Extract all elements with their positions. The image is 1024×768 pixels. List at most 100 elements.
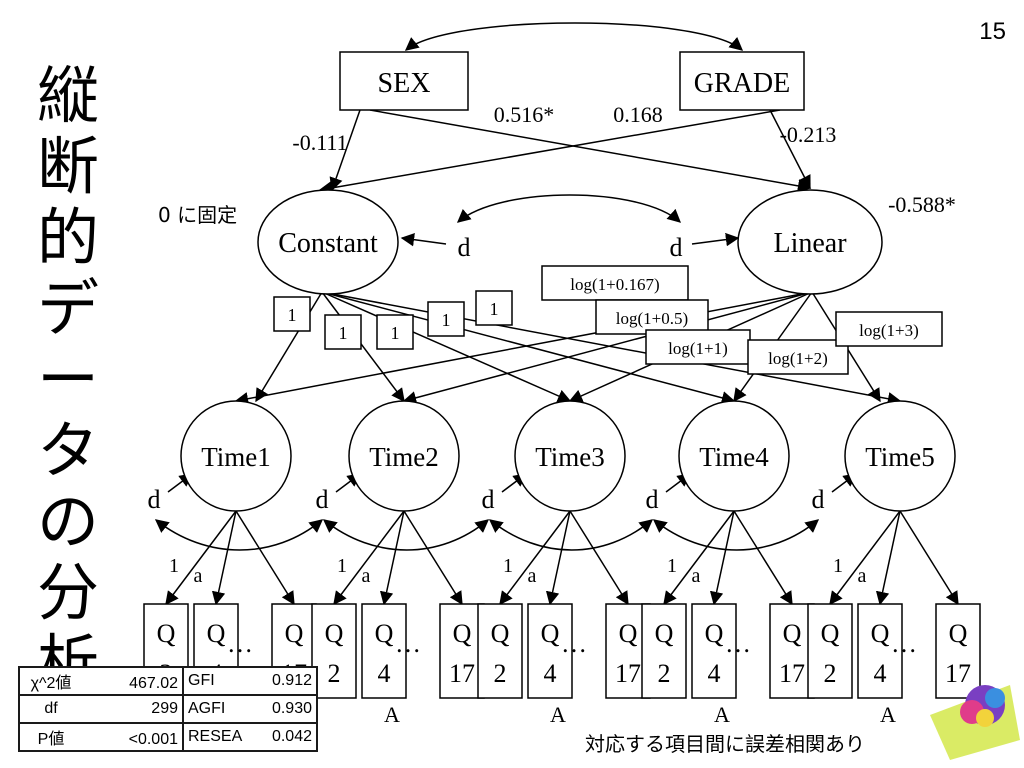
item-label-number: 4 <box>544 659 557 688</box>
slide-number: 15 <box>979 18 1006 45</box>
item-box <box>857 603 903 699</box>
time-disturbance-covariance <box>652 519 820 551</box>
item-loading-fixed: 1 <box>337 555 347 577</box>
title-char: 分 <box>36 556 99 629</box>
path-constant-time <box>321 291 572 403</box>
item-label-number: 2 <box>328 659 341 688</box>
item-box <box>769 603 815 699</box>
constant-loading-label: 1 <box>288 305 297 325</box>
item-label-number: 17 <box>779 659 805 688</box>
constant-loading-box <box>273 296 311 332</box>
time-disturbance-covariance <box>322 519 490 551</box>
item-box <box>477 603 523 699</box>
path-time-item <box>379 510 405 606</box>
path-d-constant <box>400 232 447 247</box>
linear-loading-box <box>595 299 709 335</box>
path-constant-time <box>321 291 405 403</box>
path-constant-time <box>255 291 323 403</box>
item-error-label: A <box>384 702 400 727</box>
coef-sex-linear: 0.516* <box>494 102 555 127</box>
time-factor-circle <box>180 400 292 512</box>
title-char: 的 <box>36 201 99 274</box>
item-label-letter: Q <box>325 619 344 648</box>
sex-label: SEX <box>378 68 431 99</box>
disturbance-time: d <box>482 485 495 514</box>
path-constant-time <box>321 291 902 406</box>
time-label: Time1 <box>201 442 271 472</box>
path-time-item <box>733 510 793 606</box>
path-time-item <box>709 510 735 606</box>
item-label-letter: Q <box>619 619 638 648</box>
item-label-number: 4 <box>708 659 721 688</box>
item-label-number: 4 <box>874 659 887 688</box>
disturbance-constant: d <box>458 233 471 262</box>
item-box <box>691 603 737 699</box>
linear-loading-box <box>835 311 943 347</box>
item-loading-free: a <box>858 565 867 587</box>
constant-label: Constant <box>278 228 378 259</box>
item-label-number: 17 <box>615 659 641 688</box>
time-disturbance-covariance <box>154 519 324 551</box>
time-factor-circle <box>348 400 460 512</box>
item-label-letter: Q <box>157 619 176 648</box>
disturbance-linear: d <box>670 233 683 262</box>
title-char: 断 <box>36 130 99 203</box>
sex-box <box>339 51 469 111</box>
decorative-logo <box>930 685 1020 760</box>
item-label-number: 17 <box>945 659 971 688</box>
item-box <box>439 603 485 699</box>
path-time-item <box>211 510 237 606</box>
item-error-label: A <box>714 702 730 727</box>
path-time-item <box>899 510 959 606</box>
item-error-label: A <box>550 702 566 727</box>
disturbance-covariance <box>456 194 682 223</box>
constant-loading-label: 1 <box>442 310 451 330</box>
linear-loading-label: log(1+0.5) <box>616 309 688 328</box>
path-sex-linear <box>369 109 812 193</box>
item-label-letter: Q <box>949 619 968 648</box>
path-time-item <box>499 510 571 606</box>
path-time-item <box>569 510 629 606</box>
item-box <box>361 603 407 699</box>
linear-loading-label: log(1+0.167) <box>570 275 659 294</box>
item-label-letter: Q <box>541 619 560 648</box>
disturbance-time: d <box>646 485 659 514</box>
path-time-item <box>829 510 901 606</box>
time-label: Time3 <box>535 442 605 472</box>
item-loading-free: a <box>194 565 203 587</box>
item-box <box>935 603 981 699</box>
path-time-item <box>545 510 571 606</box>
item-label-number: 2 <box>658 659 671 688</box>
path-time-item <box>333 510 405 606</box>
linear-factor-ellipse <box>737 189 883 295</box>
constant-loading-label: 1 <box>391 323 400 343</box>
sex-grade-covariance <box>404 22 744 51</box>
constant-loading-label: 1 <box>339 323 348 343</box>
item-label-letter: Q <box>821 619 840 648</box>
linear-loading-label: log(1+1) <box>668 339 728 358</box>
time-factor-circle <box>514 400 626 512</box>
disturbance-time: d <box>148 485 161 514</box>
item-loading-free: a <box>528 565 537 587</box>
item-loading-free: a <box>692 565 701 587</box>
constant-loading-box <box>324 314 362 350</box>
path-grade-linear <box>769 109 811 190</box>
item-label-letter: Q <box>453 619 472 648</box>
linear-label: Linear <box>773 228 847 259</box>
title-char: の <box>36 485 99 558</box>
item-label-letter: Q <box>207 619 226 648</box>
constant-factor-ellipse <box>257 189 399 295</box>
item-label-letter: Q <box>491 619 510 648</box>
item-label-letter: Q <box>705 619 724 648</box>
linear-loading-label: log(1+3) <box>859 321 919 340</box>
grade-box <box>679 51 805 111</box>
title-char: ー <box>36 343 99 416</box>
title-char: 縦 <box>36 59 99 132</box>
path-time-item <box>403 510 463 606</box>
constant-loading-box <box>427 301 465 337</box>
